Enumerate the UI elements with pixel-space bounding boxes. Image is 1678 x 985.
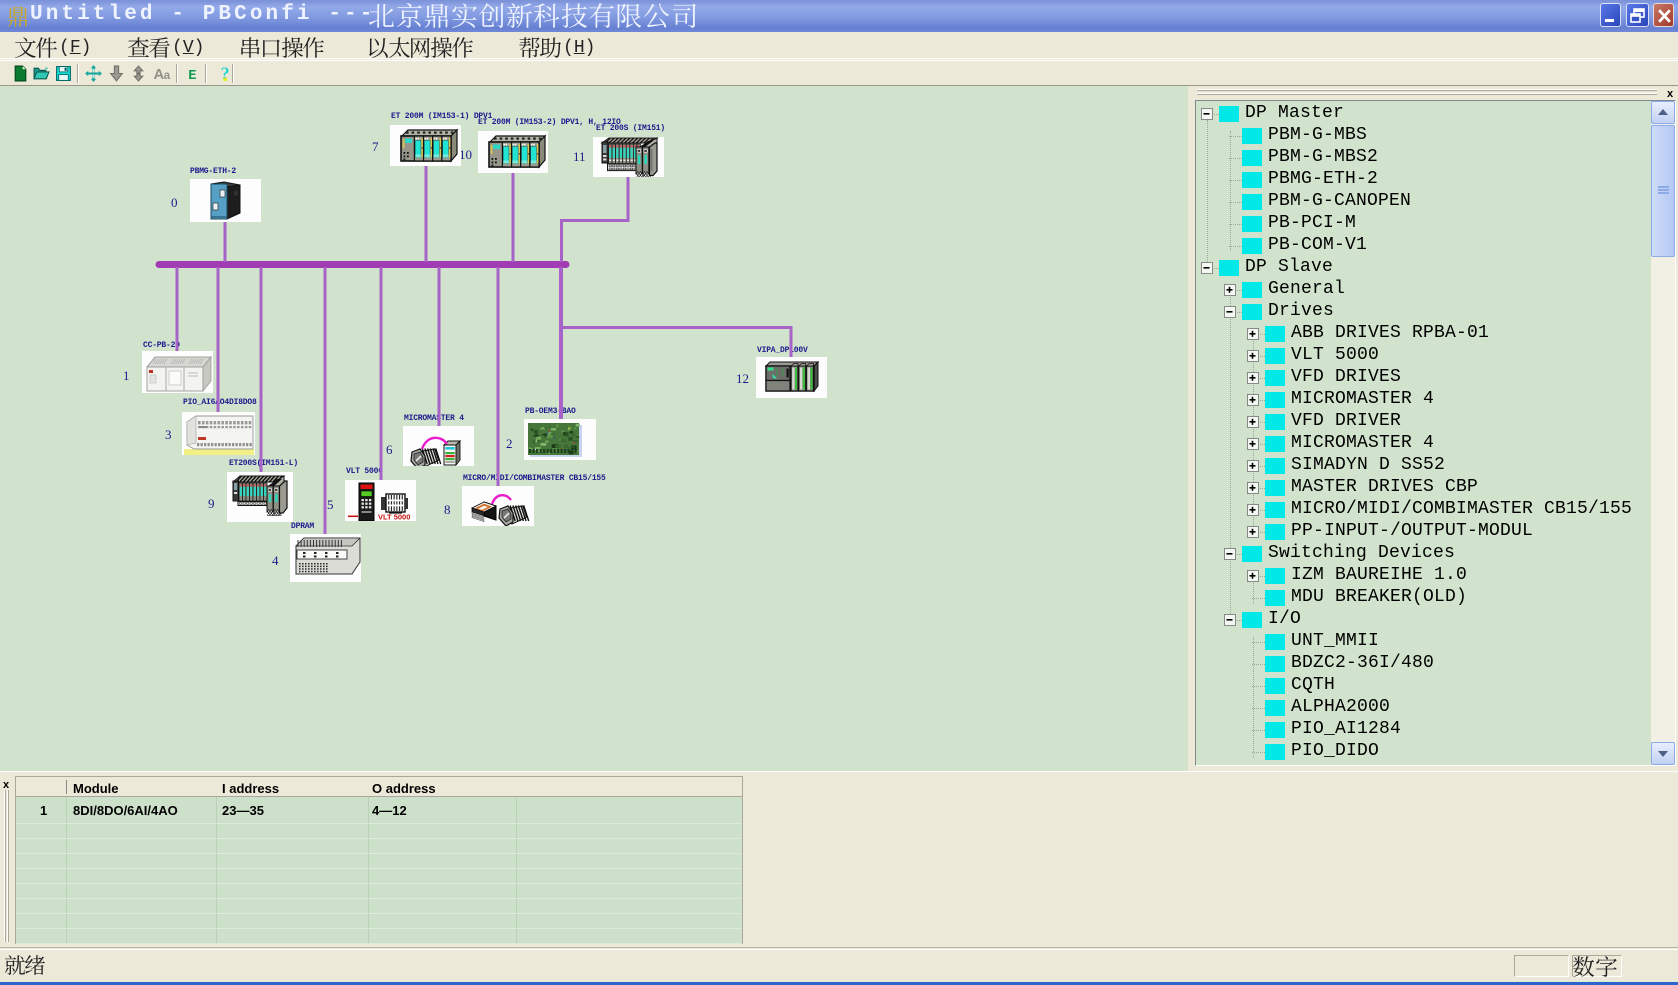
svg-text:a: a — [164, 69, 171, 82]
svg-text:?: ? — [221, 65, 230, 82]
svg-text:A: A — [154, 67, 165, 82]
svg-text:E: E — [188, 69, 196, 82]
svg-text:VLT 5000: VLT 5000 — [378, 513, 410, 522]
